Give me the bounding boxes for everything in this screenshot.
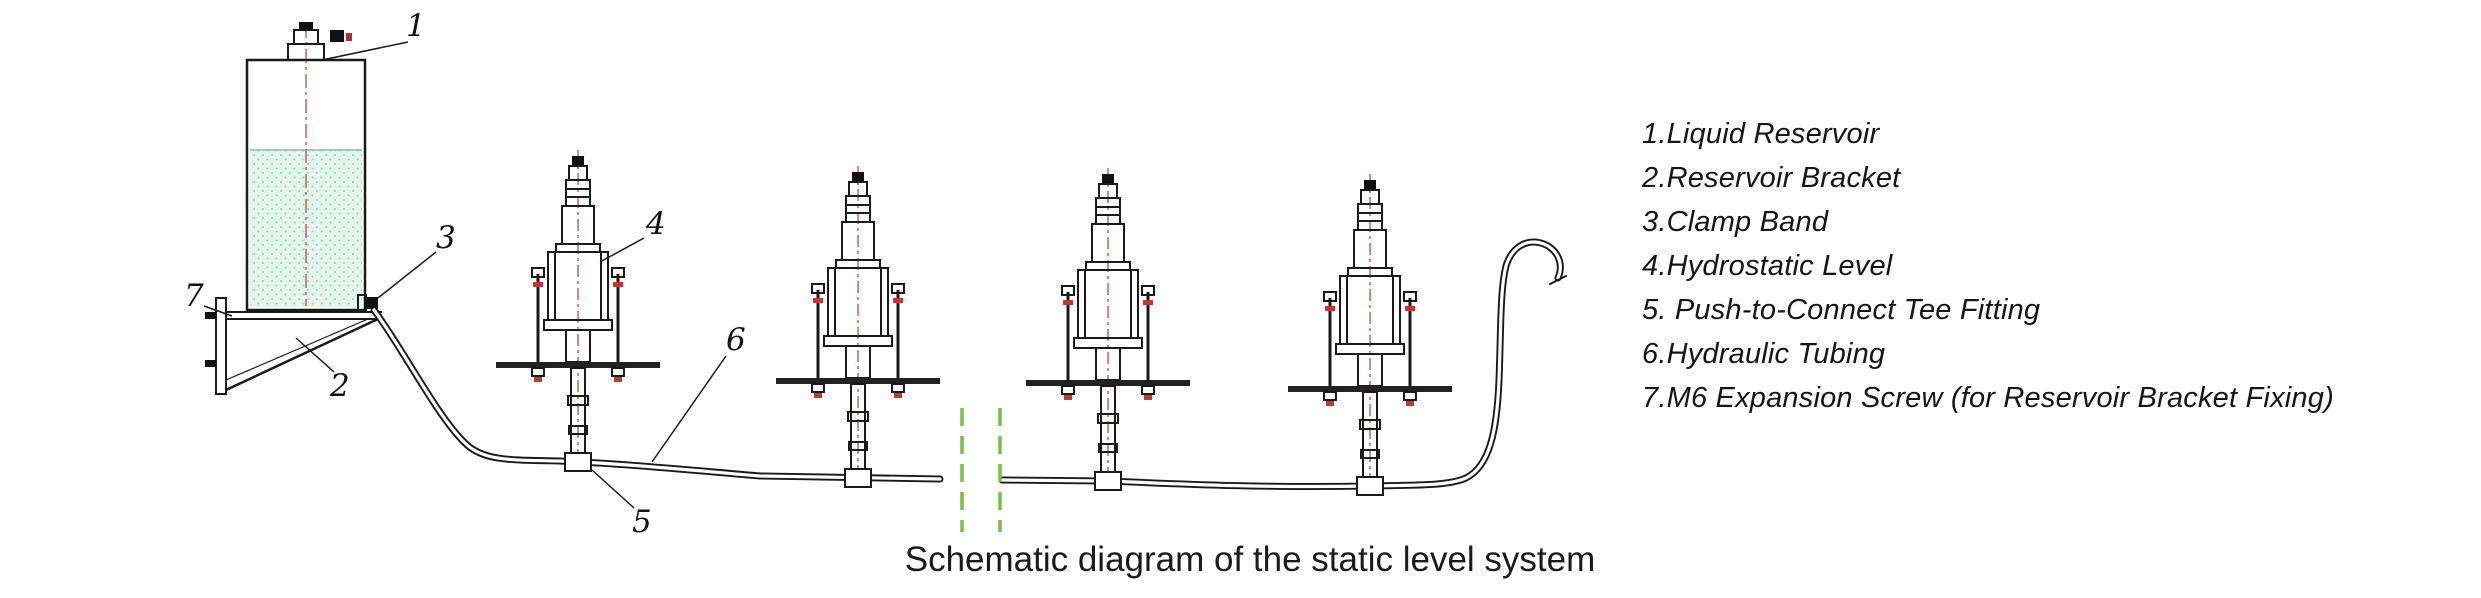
callout-5-leader — [591, 469, 635, 509]
legend: 1.Liquid Reservoir 2.Reservoir Bracket 3… — [1642, 112, 2334, 420]
callout-5: 5 — [632, 504, 652, 540]
pipe-break-marks — [960, 408, 1002, 532]
legend-item-5: 5. Push-to-Connect Tee Fitting — [1642, 294, 2041, 326]
caption: Schematic diagram of the static level sy… — [904, 540, 1596, 579]
callout-2-leader — [295, 337, 335, 373]
expansion-screw-bottom — [205, 360, 216, 367]
tee-fitting-3 — [1094, 471, 1122, 491]
tee-fitting-1 — [564, 452, 592, 472]
callout-4: 4 — [645, 206, 666, 242]
legend-item-4: 4.Hydrostatic Level — [1642, 250, 1893, 282]
callout-1-leader — [321, 41, 409, 61]
hydrostatic-level-2 — [774, 164, 942, 482]
reservoir-bracket — [205, 297, 382, 395]
outlet-hook — [1000, 240, 1562, 489]
reservoir-tank — [245, 22, 378, 312]
hydraulic-tubing — [370, 238, 1567, 491]
callout-7: 7 — [184, 278, 204, 314]
hydrostatic-level-1 — [494, 148, 662, 466]
callout-4-leader — [599, 237, 645, 263]
callout-3: 3 — [436, 220, 456, 256]
callout-6-leader — [651, 355, 727, 463]
callout-7-leader — [203, 305, 233, 317]
legend-item-3: 3.Clamp Band — [1642, 206, 1829, 238]
callout-6: 6 — [726, 322, 746, 358]
expansion-screw-top — [205, 312, 216, 319]
tee-fitting-2 — [844, 468, 872, 488]
legend-item-7: 7.M6 Expansion Screw (for Reservoir Brac… — [1642, 382, 2334, 414]
hydrostatic-level-4 — [1286, 172, 1454, 490]
tee-fitting-4 — [1356, 476, 1384, 496]
legend-item-2: 2.Reservoir Bracket — [1642, 162, 1901, 194]
legend-item-6: 6.Hydraulic Tubing — [1642, 338, 1886, 370]
hydrostatic-level-3 — [1024, 166, 1192, 484]
legend-item-1: 1.Liquid Reservoir — [1642, 118, 1880, 150]
callout-1: 1 — [406, 8, 426, 44]
reservoir-cap — [287, 22, 352, 61]
callout-3-leader — [377, 251, 437, 299]
callout-2: 2 — [329, 368, 350, 404]
